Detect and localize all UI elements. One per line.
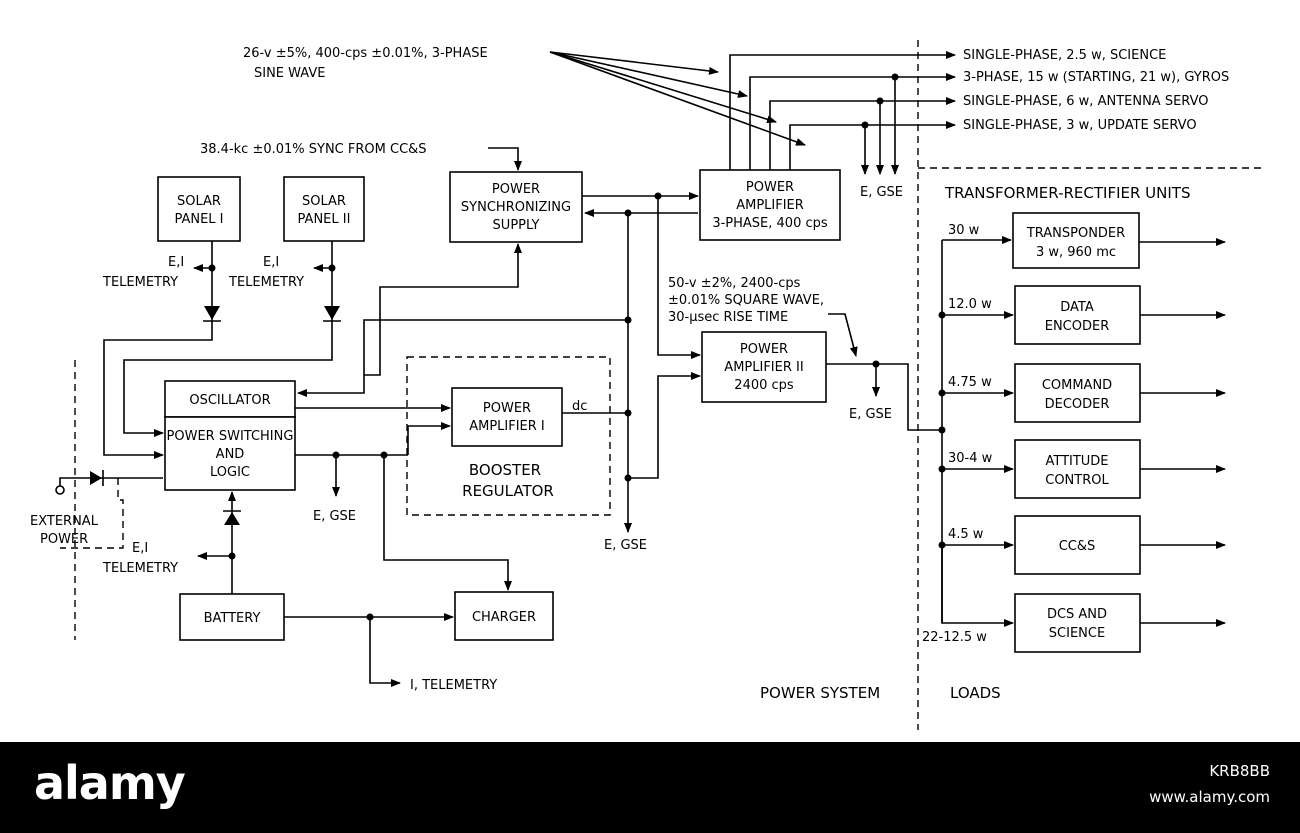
external-power-label: EXTERNAL xyxy=(30,514,99,529)
load-watts-label: 22-12.5 w xyxy=(922,630,987,645)
box-line: CC&S xyxy=(1059,539,1096,554)
box-line: AMPLIFIER I xyxy=(469,419,545,434)
telemetry-label: TELEMETRY xyxy=(102,561,178,576)
egse-label: E, GSE xyxy=(313,509,356,524)
box-line: CONTROL xyxy=(1045,473,1109,488)
oscillator-box: OSCILLATOR xyxy=(164,380,296,418)
watermark-banner: alamy KRB8BB www.alamy.com xyxy=(0,742,1300,833)
power-system-block-diagram: SOLAR PANEL I SOLAR PANEL II POWER SYNCH… xyxy=(30,40,1265,730)
charger-box: CHARGER xyxy=(454,591,554,641)
tr-units-heading: TRANSFORMER-RECTIFIER UNITS xyxy=(944,184,1190,202)
power-amplifier-1-box: POWER AMPLIFIER I xyxy=(451,387,563,447)
box-line: AND xyxy=(216,447,245,462)
output-antenna-label: SINGLE-PHASE, 6 w, ANTENNA SERVO xyxy=(963,94,1209,109)
telemetry-label: TELEMETRY xyxy=(102,275,178,290)
egse-label: E, GSE xyxy=(860,185,903,200)
box-line: PANEL II xyxy=(298,212,351,227)
box-line: 2400 cps xyxy=(734,378,794,393)
booster-label: BOOSTER xyxy=(469,461,541,479)
egse-label: E, GSE xyxy=(849,407,892,422)
output-gyros-label: 3-PHASE, 15 w (STARTING, 21 w), GYROS xyxy=(963,70,1229,85)
box-line: DATA xyxy=(1060,300,1094,315)
box-line: DCS AND xyxy=(1047,607,1107,622)
box-line: AMPLIFIER II xyxy=(724,360,803,375)
box-line: SUPPLY xyxy=(493,218,540,233)
box-line: POWER xyxy=(746,180,794,195)
box-line: DECODER xyxy=(1045,397,1110,412)
power-amplifier-3-phase-box: POWER AMPLIFIER 3-PHASE, 400 cps xyxy=(699,169,841,241)
box-line: TRANSPONDER xyxy=(1026,226,1125,241)
square-wave-spec-label: 50-v ±2%, 2400-cps xyxy=(668,276,801,291)
telemetry-label: TELEMETRY xyxy=(228,275,304,290)
box-line: POWER SWITCHING xyxy=(167,429,294,444)
load-watts-label: 12.0 w xyxy=(948,297,992,312)
loads-caption: LOADS xyxy=(950,684,1001,702)
ccs-box: CC&S xyxy=(1014,515,1141,575)
box-line: POWER xyxy=(740,342,788,357)
site-url-label: www.alamy.com xyxy=(1149,788,1270,806)
alamy-logo: alamy xyxy=(34,756,186,810)
ei-label: E,I xyxy=(168,255,184,270)
ei-label: E,I xyxy=(263,255,279,270)
external-power-label: POWER xyxy=(40,532,88,547)
data-encoder-box: DATA ENCODER xyxy=(1014,285,1141,345)
box-line: 3-PHASE, 400 cps xyxy=(712,216,828,231)
square-wave-spec-label: 30-µsec RISE TIME xyxy=(668,310,788,325)
battery-box: BATTERY xyxy=(179,593,285,641)
load-watts-label: 30 w xyxy=(948,223,980,238)
box-line: SOLAR xyxy=(177,194,221,209)
box-line: COMMAND xyxy=(1042,378,1112,393)
connection-lines xyxy=(55,51,1226,687)
load-watts-label: 4.5 w xyxy=(948,527,984,542)
box-line: CHARGER xyxy=(472,610,536,625)
box-line: POWER xyxy=(483,401,531,416)
box-line: SCIENCE xyxy=(1049,626,1105,641)
output-update-label: SINGLE-PHASE, 3 w, UPDATE SERVO xyxy=(963,118,1197,133)
attitude-control-box: ATTITUDE CONTROL xyxy=(1014,439,1141,499)
square-wave-spec-label: ±0.01% SQUARE WAVE, xyxy=(668,293,824,308)
load-watts-label: 4.75 w xyxy=(948,375,992,390)
sync-spec-label: 38.4-kc ±0.01% SYNC FROM CC&S xyxy=(200,142,427,157)
solar-panel-2-box: SOLAR PANEL II xyxy=(283,176,365,242)
box-line: SYNCHRONIZING xyxy=(461,200,571,215)
box-line: POWER xyxy=(492,182,540,197)
solar-panel-1-box: SOLAR PANEL I xyxy=(157,176,241,242)
booster-regulator-group xyxy=(406,356,611,516)
image-id-label: KRB8BB xyxy=(1209,762,1270,780)
box-line: 3 w, 960 mc xyxy=(1036,245,1116,260)
command-decoder-box: COMMAND DECODER xyxy=(1014,363,1141,423)
box-line: ATTITUDE xyxy=(1045,454,1108,469)
power-system-caption: POWER SYSTEM xyxy=(760,684,880,702)
egse-label: E, GSE xyxy=(604,538,647,553)
transponder-box: TRANSPONDER 3 w, 960 mc xyxy=(1012,212,1140,269)
power-amplifier-2-box: POWER AMPLIFIER II 2400 cps xyxy=(701,331,827,403)
box-line: SOLAR xyxy=(302,194,346,209)
box-line: AMPLIFIER xyxy=(736,198,804,213)
dcs-science-box: DCS AND SCIENCE xyxy=(1014,593,1141,653)
ac-spec-label: SINE WAVE xyxy=(254,66,325,81)
ac-spec-label: 26-v ±5%, 400-cps ±0.01%, 3-PHASE xyxy=(243,46,488,61)
box-line: OSCILLATOR xyxy=(189,393,270,408)
power-synchronizing-supply-box: POWER SYNCHRONIZING SUPPLY xyxy=(449,171,583,243)
i-telemetry-label: I, TELEMETRY xyxy=(410,678,497,693)
box-line: BATTERY xyxy=(204,611,261,626)
booster-label: REGULATOR xyxy=(462,482,554,500)
box-line: ENCODER xyxy=(1045,319,1110,334)
box-line: PANEL I xyxy=(174,212,223,227)
load-watts-label: 30-4 w xyxy=(948,451,993,466)
box-line: LOGIC xyxy=(210,465,250,480)
power-switching-logic-box: POWER SWITCHING AND LOGIC xyxy=(164,416,296,491)
output-science-label: SINGLE-PHASE, 2.5 w, SCIENCE xyxy=(963,48,1166,63)
dc-label: dc xyxy=(572,399,587,414)
ei-label: E,I xyxy=(132,541,148,556)
